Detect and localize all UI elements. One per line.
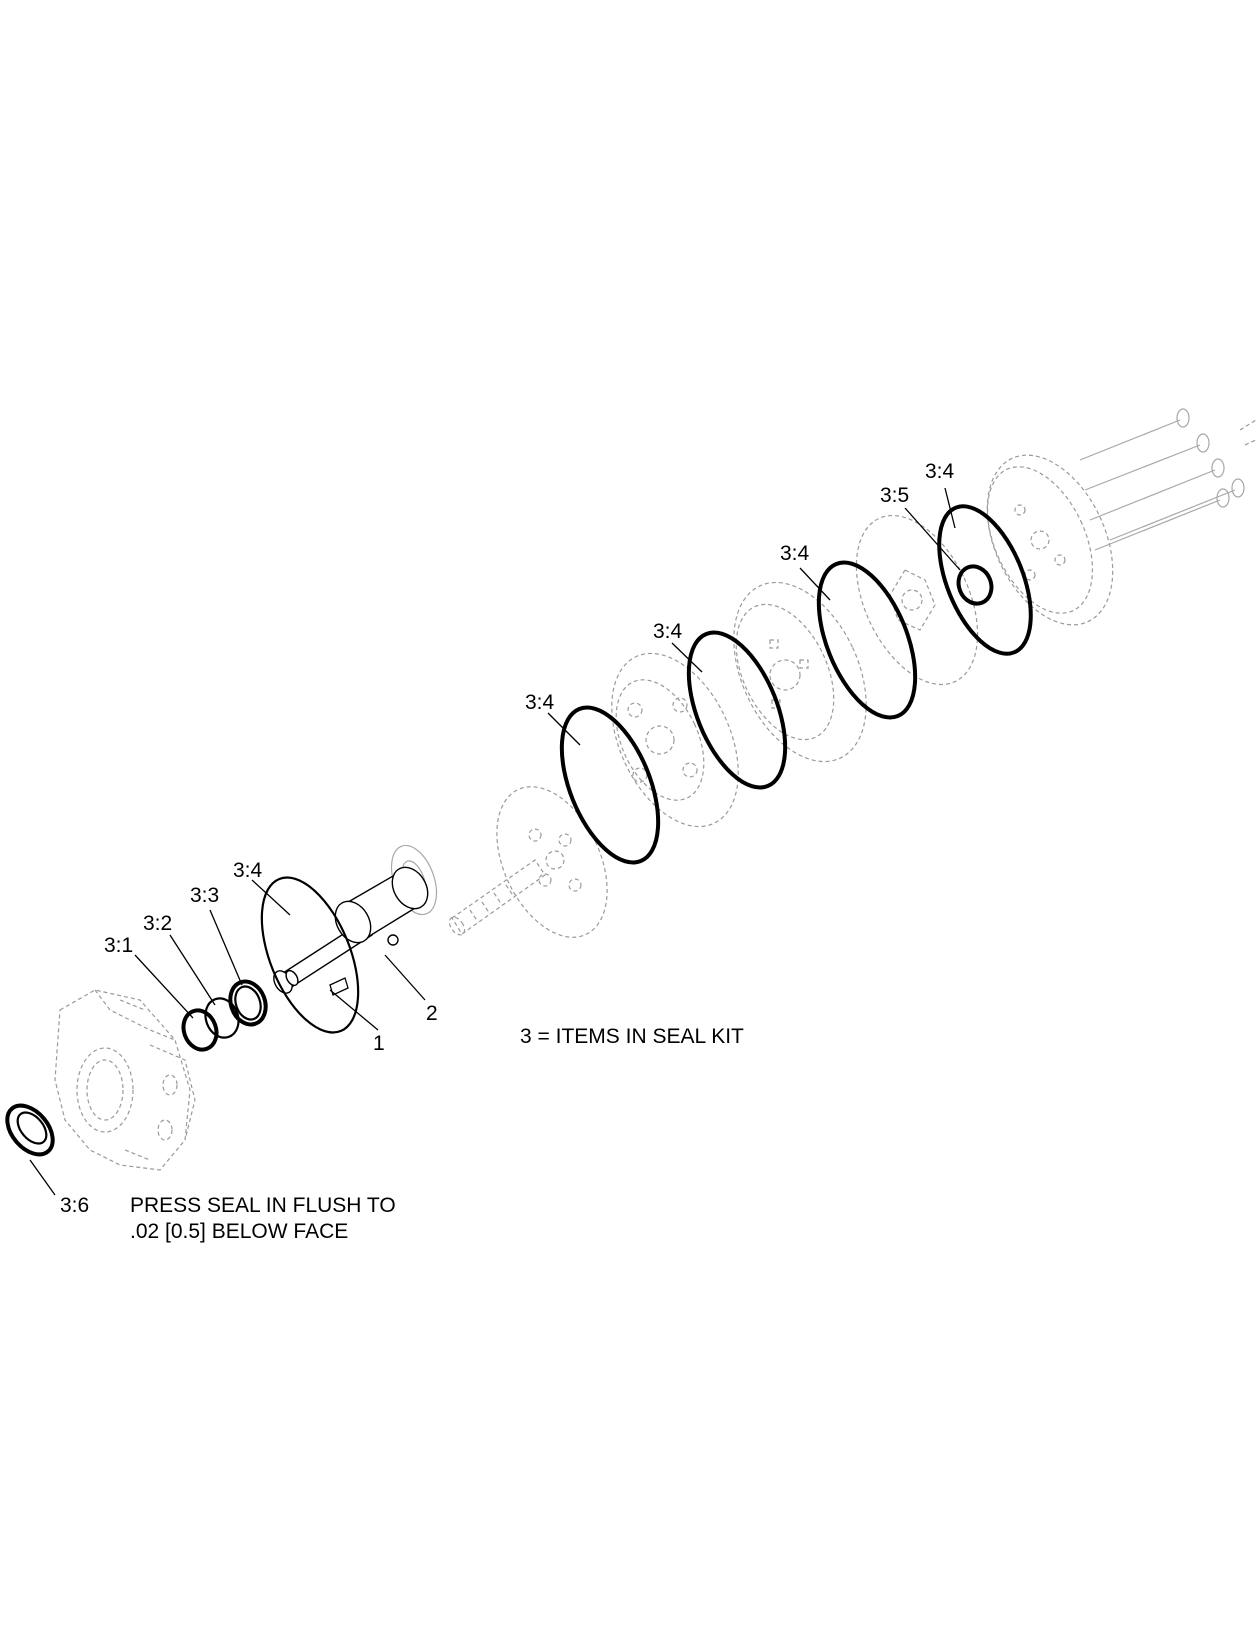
callout-3-4-b: 3:4	[525, 691, 555, 714]
seal-kit-note: 3 = ITEMS IN SEAL KIT	[520, 1025, 744, 1048]
o-ring-3-4-c	[686, 630, 788, 790]
wear-plate	[496, 786, 608, 938]
spline-drive-shaft	[448, 859, 546, 936]
motor-housing	[54, 989, 196, 1171]
o-ring-3-4-e	[937, 504, 1033, 656]
leader-lines	[29, 487, 961, 1196]
o-ring-3-4-a	[260, 876, 360, 1034]
press-seal-note-line1: PRESS SEAL IN FLUSH TO	[130, 1194, 396, 1217]
o-ring-3-4-d	[816, 560, 918, 720]
callout-3-4-e: 3:4	[925, 460, 955, 483]
callout-3-4-c: 3:4	[653, 620, 683, 643]
seal-ring-3-5	[956, 564, 994, 606]
callout-3-4-d: 3:4	[780, 542, 810, 565]
o-ring-3-4-b	[559, 705, 661, 865]
seal-ring-3-3	[228, 979, 268, 1027]
seal-ring-3-1	[181, 1008, 219, 1052]
callout-3-6: 3:6	[60, 1194, 89, 1217]
valve-plate	[611, 652, 739, 828]
callout-3-1: 3:1	[104, 934, 133, 957]
callout-3-3: 3:3	[190, 884, 219, 907]
cap-screws	[1079, 408, 1257, 551]
spool-housing	[334, 866, 429, 946]
callout-3-5: 3:5	[880, 484, 909, 507]
press-seal-note-line2: .02 [0.5] BELOW FACE	[130, 1220, 348, 1243]
callout-2: 2	[426, 1002, 438, 1025]
end-cap	[986, 454, 1114, 626]
seal-ring-3-2	[204, 997, 240, 1039]
callout-3-2: 3:2	[143, 912, 172, 935]
shaft-seal-3-6	[5, 1103, 55, 1157]
callout-1: 1	[373, 1032, 385, 1055]
rotor-set	[733, 581, 867, 763]
callout-3-4-a: 3:4	[233, 859, 263, 882]
